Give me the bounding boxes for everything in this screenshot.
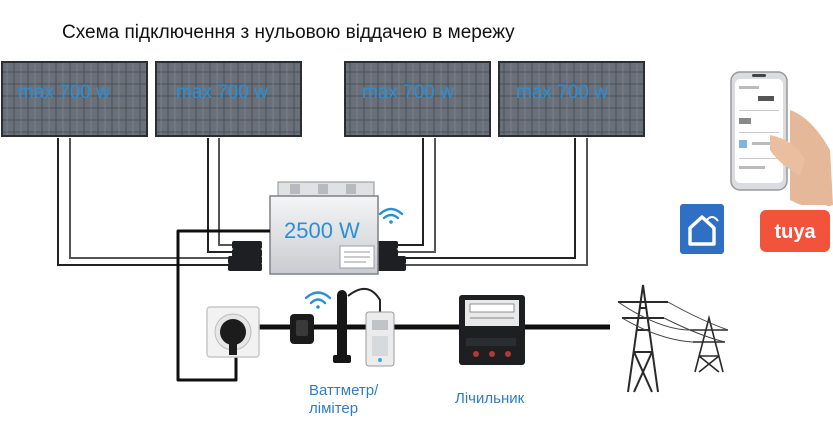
wall-socket-icon (206, 306, 260, 358)
smart-home-app-icon (680, 204, 724, 254)
antenna-icon (333, 290, 351, 363)
power-lines (617, 301, 729, 343)
wattmeter-caption-line-1: Ваттметр/ (309, 382, 379, 399)
panel-3-label: max 700 w (362, 82, 454, 103)
phone-icon (730, 71, 833, 208)
solar-panel-2: max 700 w (155, 61, 302, 137)
wattmeter-caption: Ваттметр/ лімітер (309, 382, 378, 418)
solar-panel-3: max 700 w (344, 61, 491, 137)
panel-2-label: max 700 w (176, 82, 268, 103)
power-tower-icon (618, 284, 668, 393)
microinverter: 2500 W (269, 181, 379, 275)
clamp-icon (290, 314, 314, 344)
panel-4-label: max 700 w (516, 82, 608, 103)
tuya-logo-text: tuya (774, 221, 816, 243)
solar-panel-4: max 700 w (498, 61, 645, 137)
electricity-meter-icon (459, 295, 525, 365)
solar-panel-1: max 700 w (1, 61, 148, 137)
limiter-icon (347, 288, 395, 367)
wifi-icon (378, 207, 404, 224)
wattmeter-caption-line-2: лімітер (309, 400, 359, 417)
diagram-title: Схема підключення з нульовою віддачею в … (62, 22, 515, 43)
panel-1-label: max 700 w (18, 82, 110, 103)
meter-caption: Лічильник (455, 390, 525, 407)
dc-cables (57, 138, 588, 266)
tuya-app-icon: tuya (752, 205, 832, 257)
power-tower-icon (690, 314, 728, 373)
wifi-icon (304, 291, 332, 309)
inverter-power-label: 2500 W (284, 218, 360, 243)
inverter-ac-cable (176, 229, 270, 382)
